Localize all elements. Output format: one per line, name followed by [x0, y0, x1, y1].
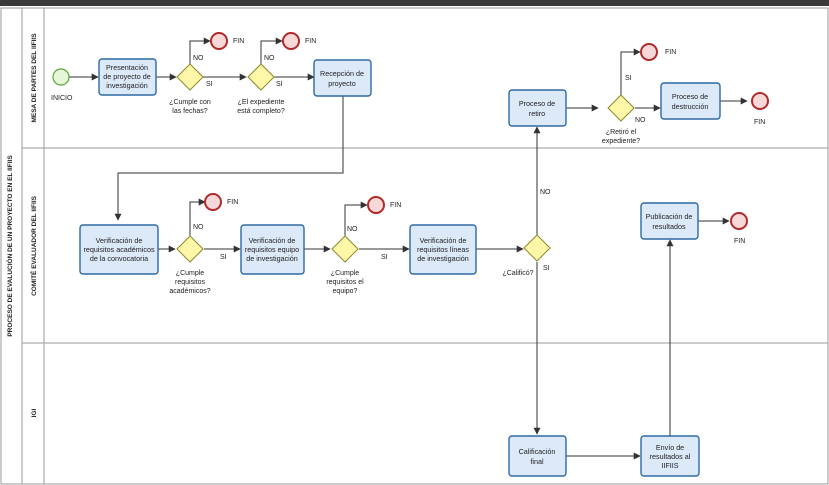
label-si-expediente: SI: [276, 81, 283, 88]
sequence-flows: [69, 37, 748, 460]
end-label-2: FIN: [305, 38, 316, 45]
label-si-equipo: SI: [381, 254, 388, 261]
gateway-fechas-label-2: las fechas?: [172, 108, 208, 115]
svg-text:Envío de: Envío de: [656, 443, 684, 452]
gateway-retiro-label-1: ¿Retiró el: [606, 129, 637, 136]
gateway-expediente-label-1: ¿El expediente: [238, 99, 285, 106]
svg-text:resultados: resultados: [652, 222, 686, 231]
gateway-equipo-label-1: ¿Cumple: [331, 270, 360, 277]
svg-text:de proyecto de: de proyecto de: [103, 72, 151, 81]
svg-text:final: final: [530, 457, 544, 466]
pool-label: PROCESO DE EVALUCIÓN DE UN PROYECTO EN E…: [5, 155, 14, 337]
svg-text:Publicación de: Publicación de: [646, 212, 693, 221]
label-no-expediente: NO: [264, 55, 275, 62]
task-recepcion: Recepción de proyecto: [313, 59, 372, 97]
task-publicacion: Publicación de resultados: [640, 202, 699, 240]
task-verif-academicos: Verificación de requisitos académicos de…: [79, 224, 159, 275]
task-retiro: Proceso de retiro: [508, 89, 567, 127]
svg-text:requisitos equipo: requisitos equipo: [245, 245, 299, 254]
end-label-7: FIN: [734, 238, 745, 245]
lane-label-mesa-partes: MESA DE PARTES DEL IIFIIS: [31, 33, 38, 123]
gateway-academicos-label-1: ¿Cumple: [176, 270, 205, 277]
gateway-retiro-label-2: expediente?: [602, 138, 640, 145]
end-label-5: FIN: [227, 199, 238, 206]
label-no-fechas: NO: [193, 55, 204, 62]
gateway-fechas-label-1: ¿Cumple con: [169, 99, 211, 106]
gateway-equipo: [331, 235, 359, 263]
svg-text:retiro: retiro: [529, 109, 545, 118]
svg-text:de la convocatoria: de la convocatoria: [90, 254, 148, 263]
start-event-label: INICIO: [51, 95, 73, 102]
svg-text:resultados al: resultados al: [650, 452, 691, 461]
end-events: [204, 32, 769, 230]
label-no-academicos: NO: [193, 224, 204, 231]
svg-text:Proceso de: Proceso de: [519, 99, 555, 108]
top-bar: [0, 0, 829, 6]
end-label-1: FIN: [233, 38, 244, 45]
svg-text:Presentación: Presentación: [106, 63, 148, 72]
svg-text:de investigación: de investigación: [417, 254, 469, 263]
svg-text:IIFIIS: IIFIIS: [661, 461, 678, 470]
svg-text:de investigación: de investigación: [246, 254, 298, 263]
label-si-califico: SI: [543, 265, 550, 272]
task-calificacion: Calificación final: [508, 435, 567, 477]
gateway-equipo-label-3: equipo?: [333, 288, 358, 295]
task-verif-lineas: Verificación de requisitos líneas de inv…: [409, 224, 477, 275]
label-si-retiro: SI: [625, 75, 632, 82]
task-destruccion: Proceso de destrucción: [660, 82, 721, 120]
gateway-califico: [523, 234, 551, 262]
task-verif-equipo: Verificación de requisitos equipo de inv…: [240, 224, 305, 275]
svg-text:proyecto: proyecto: [328, 79, 356, 88]
svg-text:requisitos académicos: requisitos académicos: [83, 245, 155, 254]
label-si-fechas: SI: [206, 81, 213, 88]
lane-label-comite: COMITÉ EVALUADOR DEL IIFIIS: [29, 195, 38, 295]
gateway-califico-label: ¿Calificó?: [502, 270, 533, 277]
gateway-expediente: [247, 63, 275, 91]
svg-text:Verificación de: Verificación de: [96, 236, 143, 245]
svg-text:destrucción: destrucción: [672, 102, 709, 111]
label-no-equipo: NO: [347, 226, 358, 233]
end-label-3: FIN: [665, 49, 676, 56]
svg-text:Proceso de: Proceso de: [672, 92, 708, 101]
lane-label-igi: IGI: [31, 408, 38, 417]
end-label-4: FIN: [754, 119, 765, 126]
gateway-academicos-label-3: académicos?: [169, 288, 210, 295]
gateway-expediente-label-2: está completo?: [237, 108, 285, 115]
label-no-califico: NO: [540, 189, 551, 196]
start-event: [52, 68, 70, 86]
gateway-equipo-label-2: requisitos el: [326, 279, 364, 286]
gateway-retiro: [607, 94, 635, 122]
task-presentacion: Presentación de proyecto de investigació…: [98, 58, 157, 96]
svg-text:investigación: investigación: [106, 81, 148, 90]
label-si-academicos: SI: [220, 254, 227, 261]
svg-text:Verificación de: Verificación de: [249, 236, 296, 245]
end-label-6: FIN: [390, 202, 401, 209]
svg-text:Recepción de: Recepción de: [320, 69, 364, 78]
task-envio: Envío de resultados al IIFIIS: [640, 435, 700, 477]
svg-text:Verificación de: Verificación de: [420, 236, 467, 245]
gateway-academicos: [176, 235, 204, 263]
label-no-retiro: NO: [635, 117, 646, 124]
pool: PROCESO DE EVALUCIÓN DE UN PROYECTO EN E…: [0, 7, 829, 485]
svg-text:requisitos líneas: requisitos líneas: [417, 245, 469, 254]
gateway-academicos-label-2: requisitos: [175, 279, 205, 286]
gateway-fechas: [176, 63, 204, 91]
svg-text:Calificación: Calificación: [519, 447, 556, 456]
